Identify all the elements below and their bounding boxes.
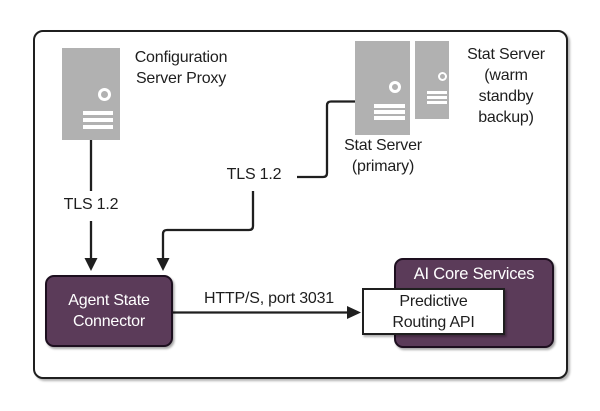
stat-server-primary-label: Stat Server (primary) xyxy=(344,137,422,175)
server-led-circle xyxy=(389,81,401,93)
server-vent-bars xyxy=(83,111,113,129)
tls-label-config: TLS 1.2 xyxy=(63,196,119,213)
server-vent-bars xyxy=(427,91,447,104)
config-server-label: Configuration Server Proxy xyxy=(134,49,228,87)
http-port-label: HTTP/S, port 3031 xyxy=(204,290,334,307)
ai-core-services-title: AI Core Services xyxy=(413,265,535,283)
config-server-icon xyxy=(62,48,120,140)
agent-state-connector-box: Agent State Connector xyxy=(45,275,173,347)
server-led-circle xyxy=(98,88,111,101)
tls-label-stat: TLS 1.2 xyxy=(226,166,282,183)
stat-server-backup-label: Stat Server (warm standby backup) xyxy=(467,46,545,126)
predictive-routing-api-box: Predictive Routing API xyxy=(362,288,505,335)
stat-server-primary-icon xyxy=(355,41,410,135)
stat-server-backup-icon xyxy=(415,41,449,119)
server-led-circle xyxy=(438,72,447,81)
agent-state-connector-label: Agent State Connector xyxy=(68,292,150,330)
server-vent-bars xyxy=(374,104,405,120)
